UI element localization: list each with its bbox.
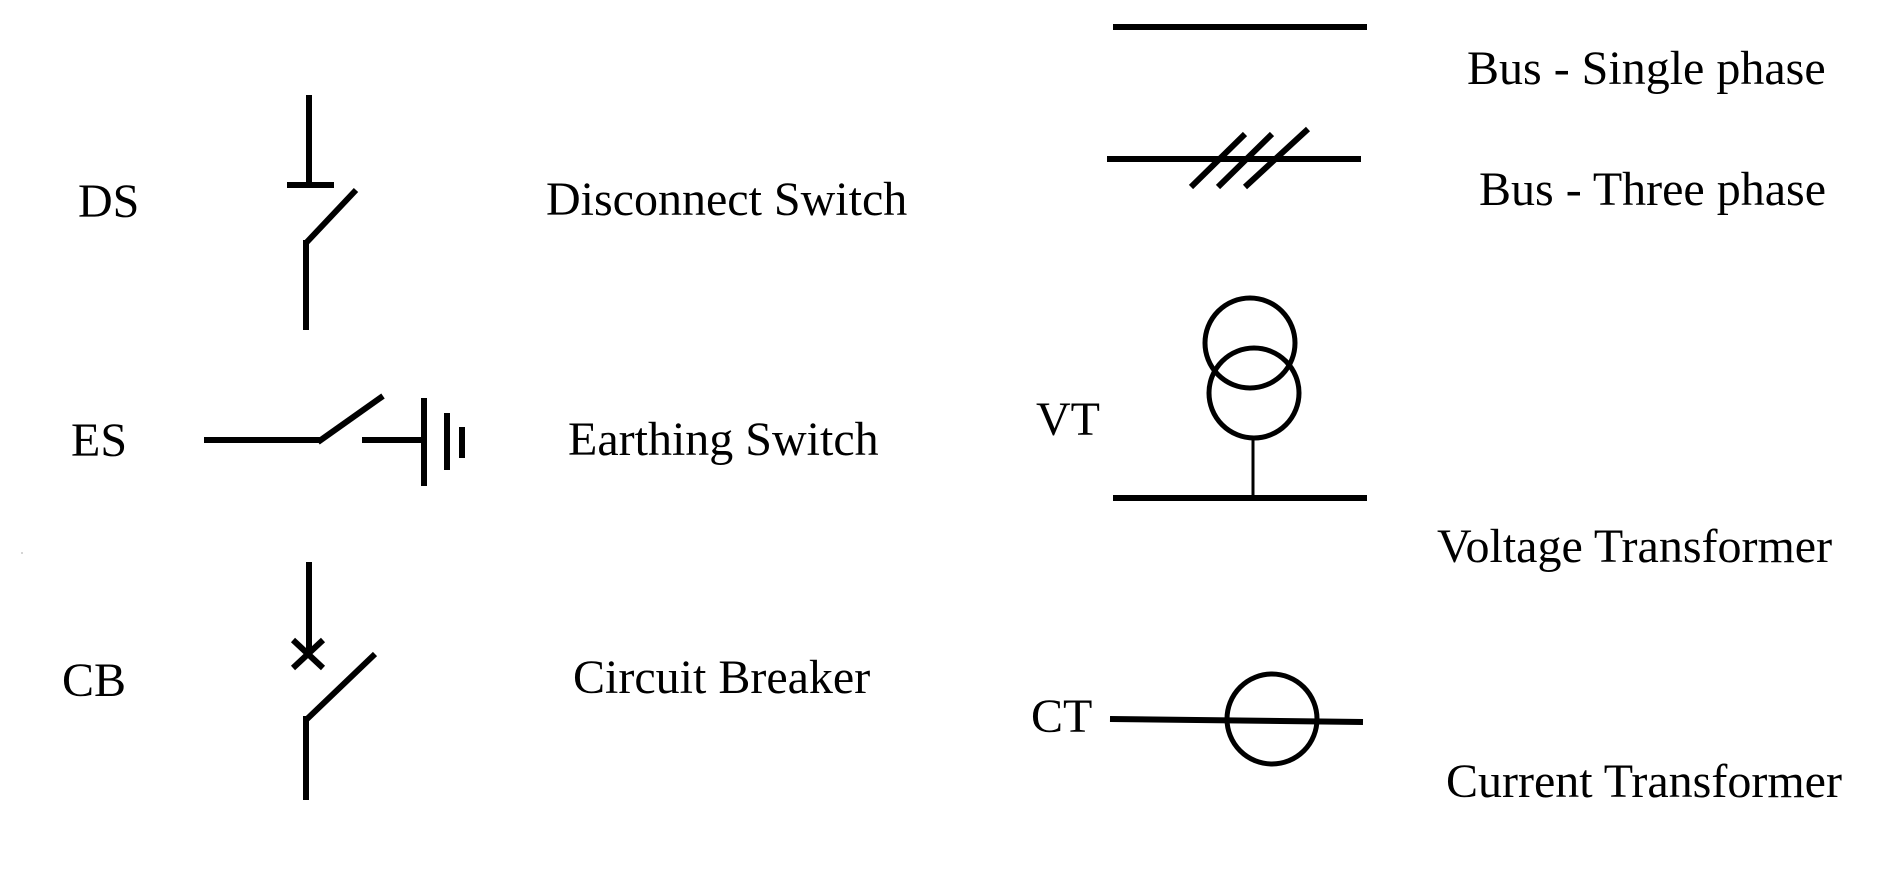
ds-abbr: DS: [78, 175, 139, 228]
legend-row-circuit-breaker: CB Circuit Breaker: [62, 562, 870, 800]
disconnect-switch-icon: [287, 95, 359, 330]
vt-label: Voltage Transformer: [1437, 520, 1832, 573]
legend-row-current-transformer: CT Current Transformer: [1031, 671, 1842, 808]
cb-label: Circuit Breaker: [573, 651, 870, 704]
legend-row-bus-single-phase: Bus - Single phase: [1113, 24, 1826, 95]
ct-label: Current Transformer: [1446, 755, 1842, 808]
legend-row-voltage-transformer: VT Voltage Transformer: [1036, 295, 1832, 573]
legend-row-earthing-switch: ES Earthing Switch: [71, 393, 879, 486]
bus-three-phase-label: Bus - Three phase: [1479, 163, 1826, 216]
scan-speck: [21, 552, 23, 554]
ds-label: Disconnect Switch: [546, 173, 907, 226]
legend-row-disconnect-switch: DS Disconnect Switch: [78, 95, 907, 330]
legend-row-bus-three-phase: Bus - Three phase: [1107, 126, 1826, 216]
current-transformer-icon: [1109, 671, 1364, 767]
voltage-transformer-icon: [1113, 295, 1367, 501]
bus-three-phase-icon: [1107, 126, 1361, 190]
es-label: Earthing Switch: [568, 413, 879, 466]
circuit-breaker-icon: [290, 562, 378, 800]
vt-abbr: VT: [1036, 393, 1100, 446]
ct-abbr: CT: [1031, 690, 1092, 743]
es-abbr: ES: [71, 414, 127, 467]
cb-abbr: CB: [62, 654, 126, 707]
earthing-switch-icon: [204, 393, 465, 486]
bus-single-phase-label: Bus - Single phase: [1467, 42, 1826, 95]
